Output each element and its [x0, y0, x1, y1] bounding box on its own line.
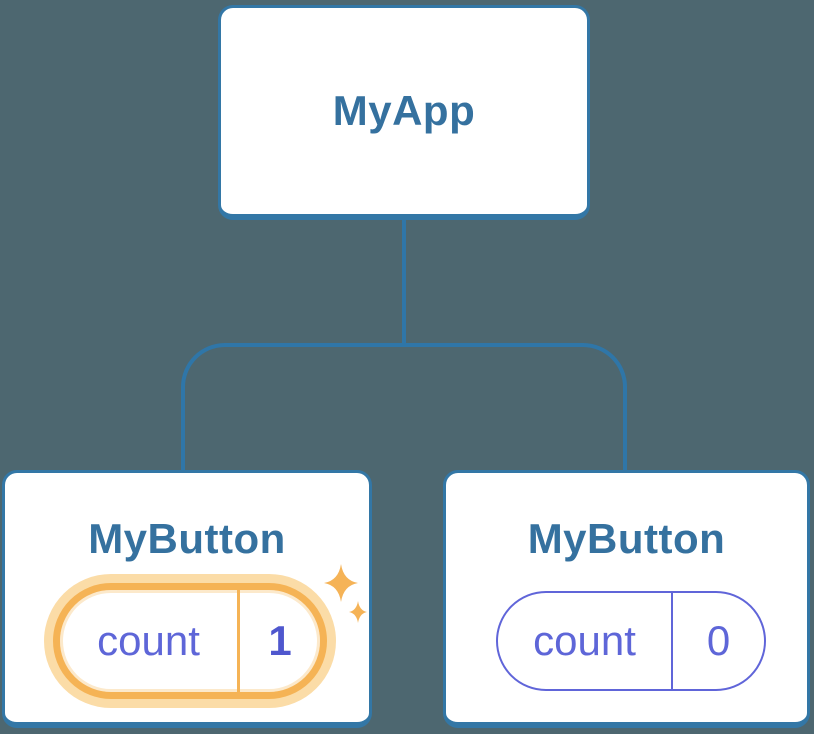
state-pill-highlighted: count 1: [53, 583, 327, 699]
tree-node-mybutton-right: MyButton count 0: [443, 470, 810, 728]
node-title-myapp: MyApp: [332, 87, 476, 134]
state-value: 1: [268, 617, 292, 664]
tree-node-myapp: MyApp: [218, 5, 590, 220]
connector-branch: [181, 343, 627, 470]
connector-stem: [402, 216, 406, 345]
state-pill: count 0: [496, 591, 766, 691]
pill-divider: [237, 590, 240, 692]
pill-divider: [671, 593, 673, 689]
state-key-label: count: [97, 617, 200, 664]
state-key-label: count: [533, 617, 636, 664]
node-title-mybutton-right: MyButton: [527, 515, 726, 562]
sparkle-icon: [324, 564, 367, 623]
tree-node-mybutton-left: MyButton count 1: [2, 470, 372, 728]
node-title-mybutton-left: MyButton: [88, 515, 286, 562]
state-highlight-glow: count 1: [44, 574, 336, 708]
state-value: 0: [706, 617, 731, 664]
